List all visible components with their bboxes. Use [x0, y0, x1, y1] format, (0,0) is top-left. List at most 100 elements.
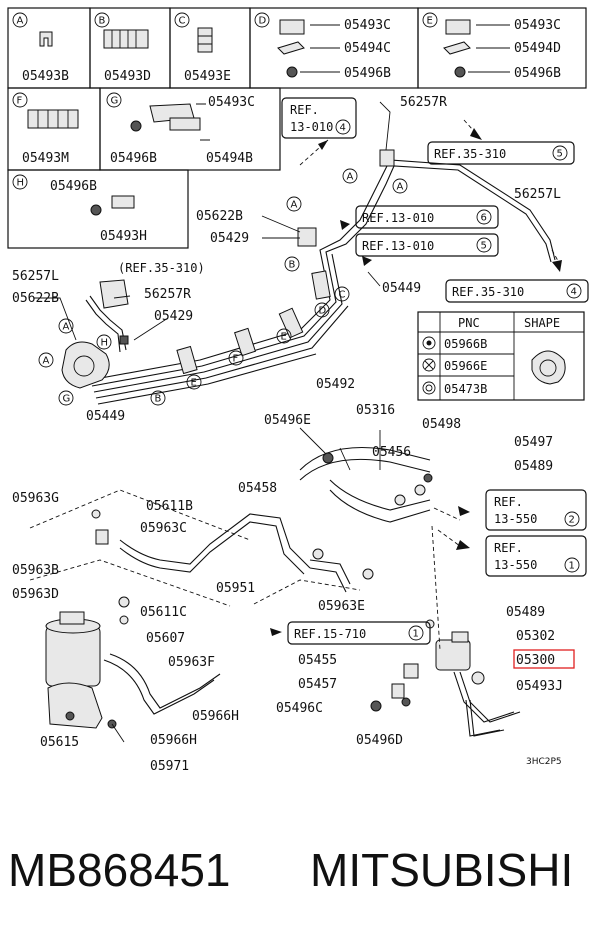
legend-cell-f: F 05493M	[12, 92, 79, 166]
legend-part-05493c-d: 05493C	[344, 18, 391, 33]
ref-35-310-4-text: REF.35-310	[452, 285, 524, 299]
label-05607: 05607	[146, 631, 185, 646]
upper-leaders	[34, 101, 563, 341]
circle-letter-e-1: E	[281, 332, 287, 343]
ref-13-010-4-line2: 13-010	[290, 120, 333, 134]
ref-13-010-5-num: 5	[481, 241, 487, 252]
label-05951: 05951	[216, 581, 255, 596]
label-05963b: 05963B	[12, 563, 59, 578]
label-05316: 05316	[356, 403, 395, 418]
legend-letter-c: C	[179, 16, 186, 27]
label-56257r-left: 56257R	[144, 287, 191, 302]
ref-13-550-2-line2: 13-550	[494, 512, 537, 526]
legend-part-05494d: 05494D	[514, 41, 561, 56]
circle-letter-h-1: H	[101, 338, 109, 349]
circle-letter-a-2: A	[397, 182, 404, 193]
circle-letter-b-2: B	[155, 394, 162, 405]
lower-leaders	[29, 427, 470, 651]
table-header-shape: SHAPE	[524, 316, 560, 330]
label-05498: 05498	[422, 417, 461, 432]
label-56257r-top: 56257R	[400, 95, 447, 110]
ref-15-710-1-text: REF.15-710	[294, 627, 366, 641]
ref-13-010-4-line1: REF.	[290, 103, 319, 117]
label-05966h-b: 05966H	[150, 733, 197, 748]
legend-part-05493c-g: 05493C	[208, 95, 255, 110]
label-05963c: 05963C	[140, 521, 187, 536]
lower-pipe-assembly	[45, 447, 521, 743]
legend-part-05496b-d: 05496B	[344, 66, 391, 81]
circle-letter-d-1: D	[319, 306, 327, 317]
legend-cell-h: H 05496B 05493H	[12, 174, 147, 244]
legend-part-05493b: 05493B	[22, 69, 69, 84]
label-05496c: 05496C	[276, 701, 323, 716]
label-05615: 05615	[40, 735, 79, 750]
ref-13-550-2-num: 2	[569, 515, 575, 526]
legend-part-05493e: 05493E	[184, 69, 231, 84]
legend-part-05493d: 05493D	[104, 69, 151, 84]
label-05449-left: 05449	[86, 409, 125, 424]
circle-letter-e-2: E	[191, 378, 197, 389]
legend-part-05496b-h: 05496B	[50, 179, 97, 194]
label-05493j: 05493J	[516, 679, 563, 694]
circle-letter-a-4: A	[63, 322, 70, 333]
legend-letter-g: G	[111, 96, 119, 107]
ref-13-550-1-num: 1	[569, 561, 575, 572]
label-05966h-a: 05966H	[192, 709, 239, 724]
ref-13-010-4-num: 4	[340, 123, 346, 134]
label-05456: 05456	[372, 445, 411, 460]
circle-letter-f-1: F	[233, 354, 239, 365]
legend-letter-f: F	[17, 96, 23, 107]
label-05457: 05457	[298, 677, 337, 692]
label-05492: 05492	[316, 377, 355, 392]
label-05302: 05302	[516, 629, 555, 644]
label-05622b-left: 05622B	[12, 291, 59, 306]
legend-part-05496b-g: 05496B	[110, 151, 157, 166]
circle-letter-a-5: A	[43, 356, 50, 367]
label-56257l-left: 56257L	[12, 269, 59, 284]
table-header-pnc: PNC	[458, 316, 480, 330]
upper-circled-letters: A A A B C D E F E B A A H G	[38, 168, 408, 406]
legend-cell-b: B 05493D	[94, 12, 151, 84]
label-05300: 05300	[516, 653, 555, 668]
footer: MB868451 MITSUBISHI	[8, 844, 573, 896]
circle-letter-c-1: C	[339, 290, 346, 301]
diagram-code: 3HC2P5	[526, 757, 562, 767]
table-row-05966b: 05966B	[444, 337, 487, 351]
label-56257l-right: 56257L	[514, 187, 561, 202]
legend-cell-a: A 05493B	[12, 12, 69, 84]
label-05458: 05458	[238, 481, 277, 496]
legend-cell-e: E 05493C 05494D 05496B	[422, 12, 561, 81]
part-number: MB868451	[8, 844, 231, 896]
ref-15-710-1-num: 1	[413, 629, 419, 640]
legend-cell-g: G 05493C 05496B 05494B	[106, 92, 255, 166]
label-05429-mid: 05429	[210, 231, 249, 246]
ref-35-310-5-text: REF.35-310	[434, 147, 506, 161]
label-05496d: 05496D	[356, 733, 403, 748]
upper-ref-boxes: REF. 13-010 4 56257R REF.35-310 5 56257L…	[12, 95, 589, 424]
circle-letter-a-3: A	[291, 200, 298, 211]
legend-cell-d: D 05493C 05494C 05496B	[254, 12, 391, 81]
legend-grid	[7, 7, 587, 249]
legend-part-05493h: 05493H	[100, 229, 147, 244]
upper-pipe-assembly	[61, 149, 556, 405]
label-05963d: 05963D	[12, 587, 59, 602]
ref-35-310-4-num: 4	[571, 287, 577, 298]
label-05611c: 05611C	[140, 605, 187, 620]
highlight-05300	[513, 649, 575, 669]
legend-part-05494c: 05494C	[344, 41, 391, 56]
legend-letter-e: E	[427, 16, 433, 27]
ref-35-310-5-num: 5	[557, 149, 563, 160]
ref-13-010-6-num: 6	[481, 213, 487, 224]
label-05963g: 05963G	[12, 491, 59, 506]
ref-13-550-1-line2: 13-550	[494, 558, 537, 572]
table-row-05473b: 05473B	[444, 382, 487, 396]
ref-35-310-paren: (REF.35-310)	[118, 261, 205, 275]
circle-letter-a-1: A	[347, 172, 354, 183]
lower-ref-boxes: REF. 13-550 2 REF. 13-550 1 REF.15-710 1	[287, 489, 587, 669]
circle-letter-b-1: B	[289, 260, 296, 271]
label-05496e: 05496E	[264, 413, 311, 428]
table-row-05966e: 05966E	[444, 359, 487, 373]
label-05611b: 05611B	[146, 499, 193, 514]
label-05963f: 05963F	[168, 655, 215, 670]
lower-labels: 05492 05496E 05316 05498 05456 05497 054…	[12, 377, 563, 774]
